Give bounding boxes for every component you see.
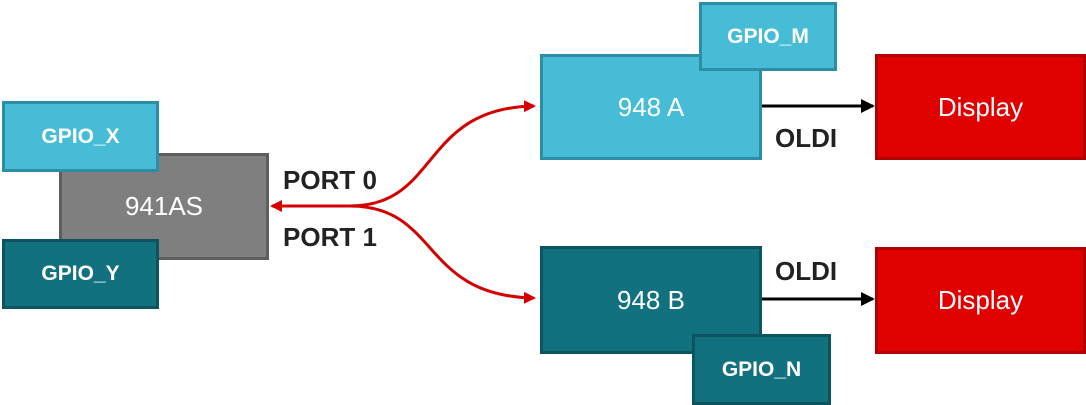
link-port0 [349,100,536,208]
gpio-n-label: GPIO_N [721,357,802,381]
gpio-y-box: GPIO_Y [2,239,159,309]
gpio-x-label: GPIO_X [41,124,120,148]
gpio-m-box: GPIO_M [699,2,837,71]
display-a-label: Display [937,91,1024,122]
display-a-box: Display [875,54,1086,160]
gpio-x-box: GPIO_X [2,101,159,172]
deserializer-948a-box: 948 A [540,54,762,160]
display-b-box: Display [875,247,1086,354]
port0-label: PORT 0 [283,165,377,195]
serializer-label: 941AS [124,191,204,221]
gpio-n-box: GPIO_N [692,334,831,405]
deserializer-948b-box: 948 B [540,246,762,354]
oldi-label-b: OLDI [775,256,838,286]
gpio-y-label: GPIO_Y [41,262,120,285]
port1-label: PORT 1 [283,222,377,252]
deserializer-a-label: 948 A [617,91,685,122]
link-port1 [349,204,536,304]
display-b-label: Display [937,285,1024,315]
oldi-label-a: OLDI [775,123,838,153]
deserializer-b-label: 948 B [617,284,685,315]
gpio-m-label: GPIO_M [727,24,809,48]
